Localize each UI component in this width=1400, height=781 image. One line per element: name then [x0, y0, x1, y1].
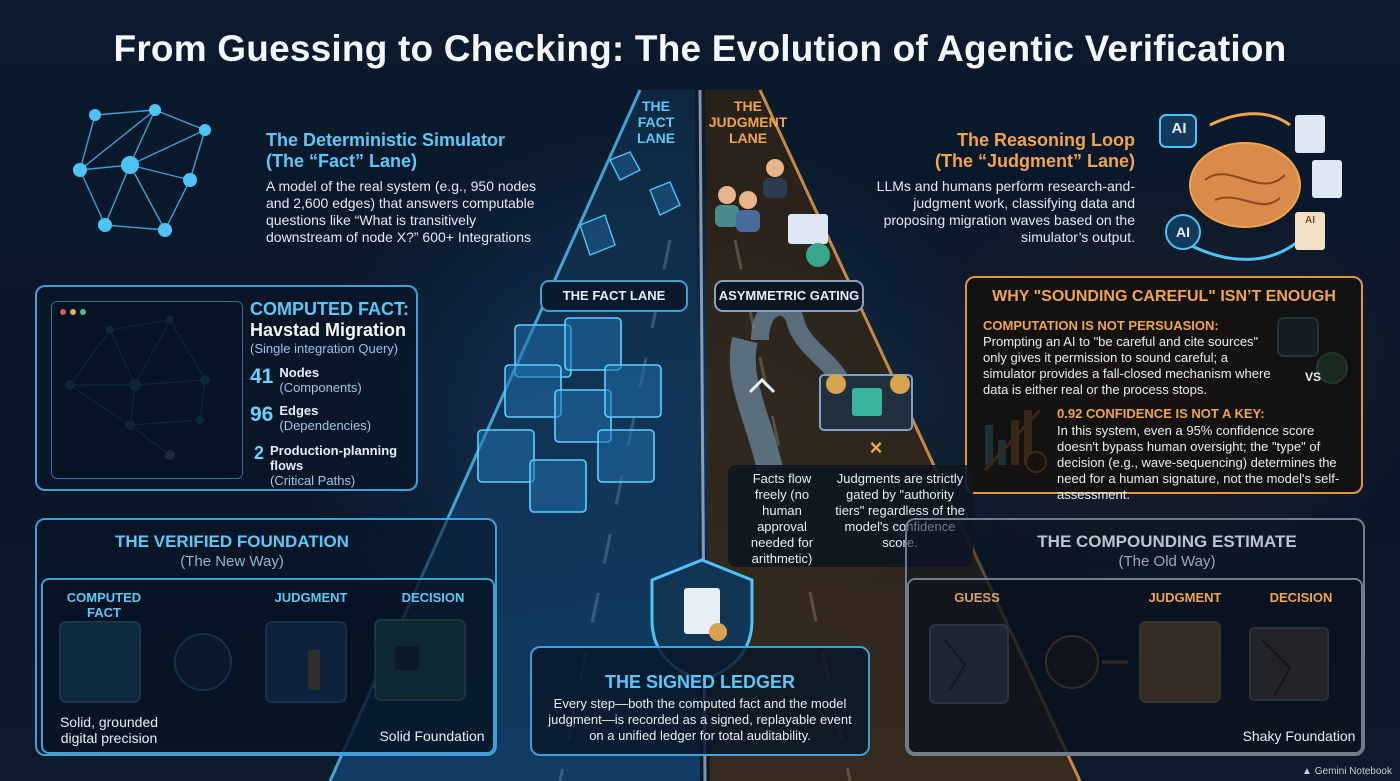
reasoning-section: The Reasoning Loop (The “Judgment” Lane)… [860, 130, 1135, 246]
signed-ledger-panel: THE SIGNED LEDGER Every step—both the co… [530, 646, 870, 756]
ai-document-label: AI [1305, 215, 1315, 226]
judgment-lane-label-line: LANE [728, 130, 768, 146]
document-icon [1295, 115, 1325, 153]
people-icon [715, 159, 787, 232]
stat-number: 41 [250, 365, 274, 388]
simulator-subtitle: (The “Fact” Lane) [266, 151, 418, 171]
judgment-lane-label-line: THE [734, 98, 762, 114]
verified-title: THE VERIFIED FOUNDATION [115, 532, 349, 551]
window-dot [80, 309, 86, 315]
stat-label: Edges [279, 403, 319, 418]
verified-foundation-panel: THE VERIFIED FOUNDATION (The New Way) CO… [35, 518, 497, 756]
compounding-col-judgment: JUDGMENT [1148, 590, 1222, 605]
stat-sub: (Components) [279, 380, 362, 395]
fact-lane-label-line: THE [642, 98, 670, 114]
verified-caption-right: Solid Foundation [379, 728, 485, 744]
gating-road [751, 297, 849, 385]
judgments-gated-note: Judgments are strictly gated by "authori… [835, 471, 965, 550]
reasoning-subtitle: (The “Judgment” Lane) [934, 151, 1135, 171]
authority-gate-icon: × [819, 374, 913, 460]
gating-road-left [729, 336, 783, 473]
brain-small-icon [806, 243, 830, 267]
simulator-body: A model of the real system (e.g., 950 no… [266, 178, 537, 245]
ledger-title: THE SIGNED LEDGER [604, 672, 796, 692]
brain-icon [1189, 142, 1301, 228]
why-heading-1: COMPUTATION IS NOT PERSUASION: [983, 318, 1219, 333]
why-panel: WHY "SOUNDING CAREFUL" ISN’T ENOUGH COMP… [965, 276, 1363, 502]
ai-circle-icon [1165, 214, 1201, 250]
ai-chip-icon [1159, 114, 1197, 148]
compounding-subtitle: (The Old Way) [1118, 553, 1216, 570]
compounding-estimate-panel: THE COMPOUNDING ESTIMATE (The Old Way) G… [905, 518, 1365, 756]
why-heading-2: 0.92 CONFIDENCE IS NOT A KEY: [1057, 406, 1265, 421]
stat-nodes: 41 Nodes (Components) [250, 365, 415, 395]
verified-inner: COMPUTED FACT JUDGMENT DECISION Solid, g… [41, 578, 495, 754]
verified-col-judgment: JUDGMENT [274, 590, 348, 605]
page-title: From Guessing to Checking: The Evolution… [113, 28, 1287, 69]
window-dot [70, 309, 76, 315]
network-graph-nodes [73, 104, 211, 237]
fact-lane-label: THE FACT LANE [626, 98, 686, 146]
stat-label: Nodes [279, 365, 320, 380]
verified-caption-left: Solid, grounded digital precision [59, 714, 159, 746]
stat-number: 2 [254, 443, 265, 463]
why-paragraph-2: In this system, even a 95% confidence sc… [1057, 423, 1340, 502]
compounding-title: THE COMPOUNDING ESTIMATE [1037, 532, 1297, 551]
fact-lane-label-line: LANE [636, 130, 676, 146]
fact-cubes-top [579, 151, 681, 256]
fact-cube-stack [477, 317, 662, 513]
chart-document-icon [788, 214, 828, 244]
computed-fact-panel: COMPUTED FACT: Havstad Migration (Single… [35, 285, 418, 491]
document-icon-3 [1295, 212, 1325, 250]
ledger-body: Every step—both the computed fact and th… [548, 696, 852, 743]
simulator-title: The Deterministic Simulator [266, 130, 506, 150]
compounding-col-decision: DECISION [1269, 590, 1333, 605]
stat-sub: (Critical Paths) [270, 473, 356, 488]
computed-fact-label: COMPUTED FACT: [250, 299, 409, 319]
reasoning-body: LLMs and humans perform research-and-jud… [876, 178, 1135, 245]
stat-flows: 2 Production-planning flows (Critical Pa… [254, 443, 416, 488]
verified-col-computed-fact: COMPUTED FACT [66, 590, 142, 620]
compounding-caption-right: Shaky Foundation [1242, 728, 1356, 744]
document-icon-2 [1312, 160, 1342, 198]
stat-number: 96 [250, 403, 274, 426]
stat-edges: 96 Edges (Dependencies) [250, 403, 415, 433]
stat-sub: (Dependencies) [279, 418, 372, 433]
footer-label: Gemini Notebook [1314, 766, 1392, 777]
loop-arrow-icon-2 [1189, 238, 1301, 261]
window-dot [60, 309, 66, 315]
up-arrow-icon [748, 377, 776, 394]
computed-fact-sub: (Single integration Query) [250, 341, 399, 356]
reasoning-title: The Reasoning Loop [957, 130, 1135, 150]
footer-brand: ▲ Gemini Notebook [1302, 766, 1392, 777]
compounding-inner: GUESS JUDGMENT DECISION Shaky Foundation [907, 578, 1363, 754]
vs-label: VS [1305, 370, 1322, 384]
ai-circle-label: AI [1176, 224, 1190, 240]
verified-col-decision: DECISION [401, 590, 465, 605]
computed-fact-name: Havstad Migration [250, 320, 407, 340]
fact-lane-pill: THE FACT LANE [540, 280, 688, 312]
loop-arrow-icon [1209, 112, 1291, 127]
graph-window [51, 301, 243, 479]
ai-chip-label: AI [1171, 120, 1187, 137]
lane-notes-box: Facts flow freely (no human approval nee… [728, 465, 973, 567]
verified-subtitle: (The New Way) [180, 553, 284, 570]
fact-lane-label-line: FACT [637, 114, 675, 130]
svg-text:×: × [870, 435, 883, 460]
why-paragraph-1: Prompting an AI to "be careful and cite … [983, 334, 1271, 397]
stat-label: Production-planning flows [270, 443, 398, 473]
facts-flow-note: Facts flow freely (no human approval nee… [750, 471, 814, 566]
simulator-section: The Deterministic Simulator (The “Fact” … [266, 130, 556, 246]
asymmetric-gating-pill: ASYMMETRIC GATING [714, 280, 864, 312]
judgment-lane-label-line: JUDGMENT [708, 114, 788, 130]
why-title: WHY "SOUNDING CAREFUL" ISN’T ENOUGH [992, 288, 1336, 305]
computed-fact-info: COMPUTED FACT: Havstad Migration (Single… [250, 299, 415, 356]
compounding-col-guess: GUESS [954, 590, 1000, 605]
network-graph-icon [79, 109, 206, 231]
judgment-lane-label: THE JUDGMENT LANE [708, 98, 788, 146]
